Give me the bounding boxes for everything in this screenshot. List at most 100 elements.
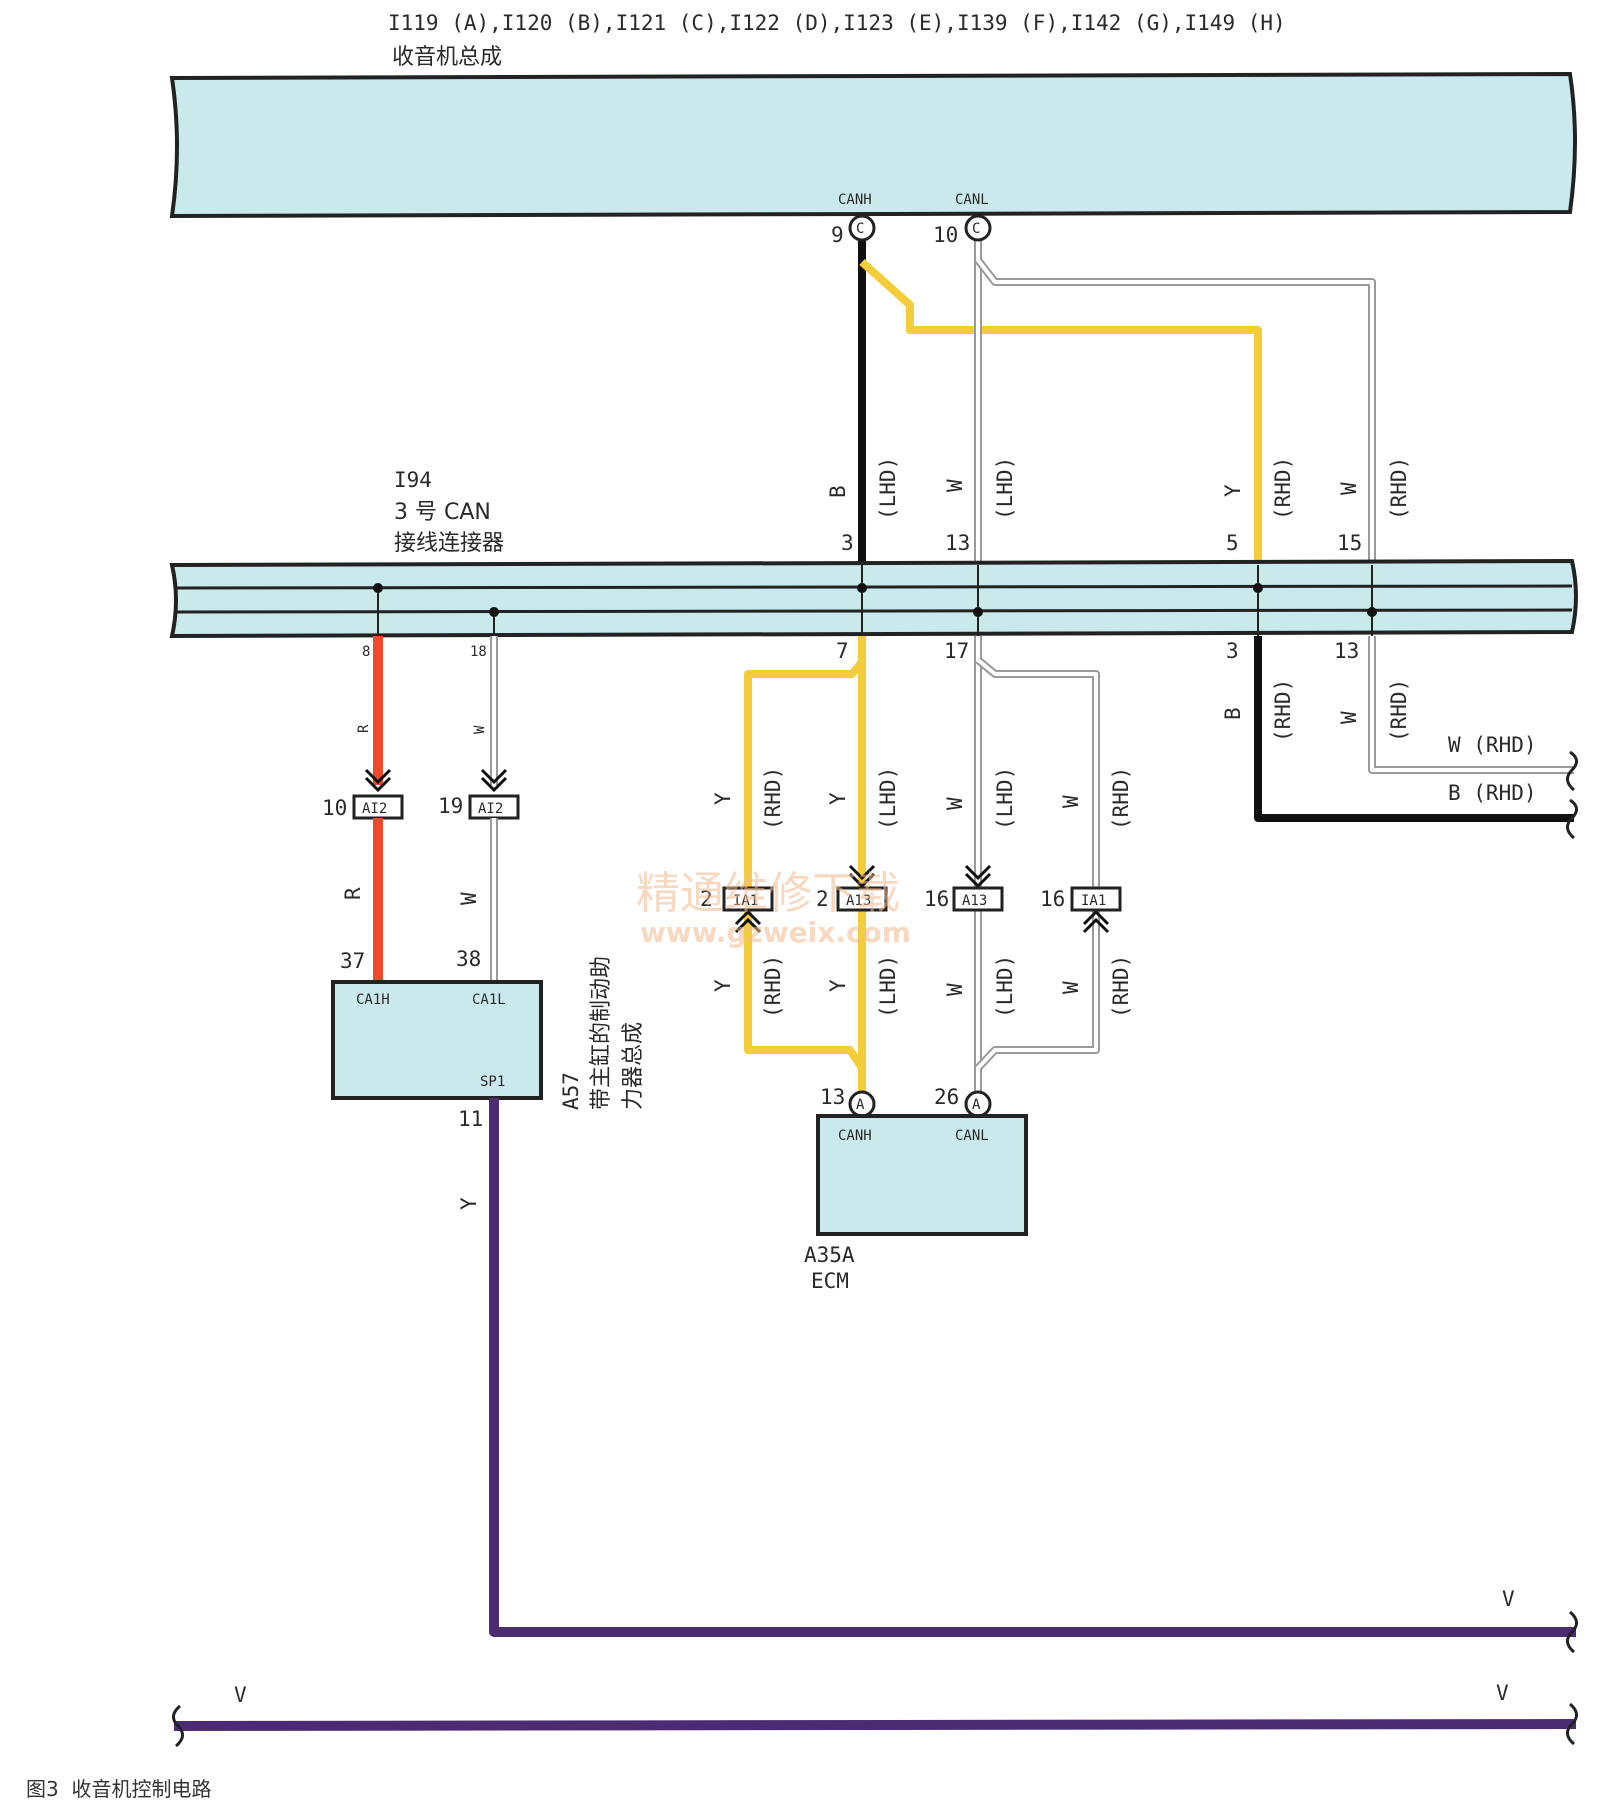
junction-bottom-pin-18: 18 (470, 644, 487, 660)
radio-connector-code-canh: C (856, 221, 864, 237)
radio-assembly-box (169, 71, 1577, 219)
figure-caption: 图3 收音机控制电路 (26, 1777, 211, 1801)
watermark-text: 精通维修下载 (636, 868, 900, 919)
brake-ca1h-label: CA1H (356, 992, 390, 1008)
watermark-url: www.gzweix.com (640, 916, 911, 949)
brake-ca1l-label: CA1L (472, 992, 506, 1008)
wire-w-rhd-canl (974, 257, 1376, 565)
junction-bottom-pin-7: 7 (836, 639, 849, 663)
label-rhd-upper-2: (RHD) (1387, 457, 1411, 520)
label-w-lower-right: W (1337, 711, 1361, 724)
label-r-upper: R (356, 724, 372, 733)
inline-pin-16b: 16 (1040, 887, 1065, 911)
chevron-w-2 (480, 776, 508, 793)
junction-bus-line-1 (173, 584, 1573, 590)
chevron-a13-y-1 (848, 864, 876, 881)
connector-a13-w (952, 886, 1004, 912)
label-r-lower: R (341, 887, 365, 900)
brake-sp1-label: SP1 (480, 1074, 505, 1090)
splice-dot-8 (373, 583, 383, 593)
wire-b-rhd-out (1254, 636, 1574, 822)
radio-connector-canh (848, 214, 876, 242)
junction-bus-line-2 (173, 608, 1573, 614)
ecm-canh-label: CANH (838, 1128, 872, 1144)
label-lhd-center-2: (LHD) (993, 767, 1017, 830)
label-y-center-1: Y (711, 792, 735, 805)
label-rhd-center-3: (RHD) (761, 955, 785, 1018)
label-rhd-center-4: (RHD) (1109, 955, 1133, 1018)
label-lhd-upper-1: (LHD) (876, 457, 900, 520)
junction-bottom-pin-13: 13 (1334, 639, 1359, 663)
connector-ia1-left-code: IA1 (733, 893, 758, 909)
splice-dot-5 (1253, 583, 1263, 593)
connector-ia1-right-code: IA1 (1081, 893, 1106, 909)
radio-canl-label: CANL (955, 192, 989, 208)
label-w-center-4: W (1059, 981, 1083, 994)
label-w-upper-left: W (472, 725, 488, 734)
ecm-connector-code-canl: A (972, 1097, 981, 1113)
label-v-bottom-left: V (234, 1683, 247, 1707)
chevron-ia1-w-2 (1082, 917, 1110, 934)
radio-connector-code-canl: C (972, 221, 980, 237)
brake-pin-11: 11 (458, 1107, 483, 1131)
label-y-sp1: Y (457, 1197, 481, 1210)
connector-a13-y-code: A13 (846, 893, 871, 909)
splice-dot-18 (489, 607, 499, 617)
junction-top-pin-13: 13 (945, 531, 970, 555)
chevron-r-1 (364, 768, 392, 785)
wire-y-sp1 (489, 1098, 1576, 1637)
ecm-name: ECM (811, 1269, 849, 1293)
brake-unit-name-line1: 带主缸的制动助 (589, 956, 614, 1110)
brake-unit-name-line2: 力器总成 (621, 1022, 646, 1110)
title-connectors: I119 (A),I120 (B),I121 (C),I122 (D),I123… (388, 11, 1286, 35)
chevron-ia1-w-1 (1082, 909, 1110, 926)
brake-unit-id: A57 (559, 1072, 583, 1110)
title-radio-assembly: 收音机总成 (392, 45, 502, 70)
junction-bottom-pin-17: 17 (944, 639, 969, 663)
wire-w-rhd-loop-core (976, 658, 1098, 1070)
junction-top-pin-3: 3 (841, 531, 854, 555)
label-y-upper: Y (1221, 484, 1245, 497)
wire-break-v-right (1566, 1702, 1578, 1746)
chevron-a13-w-1 (964, 864, 992, 881)
connector-ai2-r-code: AI2 (362, 801, 387, 817)
wire-break-sp1 (1566, 1610, 1578, 1654)
label-b-upper: B (826, 485, 850, 498)
wire-break-w (1566, 750, 1578, 792)
inline-pin-2a: 2 (700, 887, 713, 911)
label-w-lower-left: W (457, 892, 481, 905)
connector-ai2-pin-10: 10 (322, 796, 347, 820)
label-v-sp1: V (1502, 1587, 1515, 1611)
junction-bottom-pin-8: 8 (362, 644, 370, 660)
ecm-id: A35A (804, 1243, 855, 1267)
label-w-rhd-out: W (RHD) (1448, 733, 1537, 757)
inline-pin-2b: 2 (816, 887, 829, 911)
label-y-center-2: Y (826, 792, 850, 805)
ecm-pin-13: 13 (820, 1085, 845, 1109)
splice-dot-3 (857, 583, 867, 593)
wire-y-rhd-canh (859, 259, 1262, 565)
label-w-center-1: W (943, 797, 967, 810)
ecm-pin-26: 26 (934, 1085, 959, 1109)
label-rhd-center-1: (RHD) (761, 767, 785, 830)
brake-pin-38: 38 (456, 947, 481, 971)
label-rhd-lower-right-2: (RHD) (1387, 679, 1411, 742)
ecm-box (816, 1114, 1028, 1236)
junction-connector-box (169, 558, 1578, 639)
junction-name-line2: 接线连接器 (394, 531, 504, 556)
radio-canh-pin: 9 (831, 223, 844, 247)
radio-canh-label: CANH (838, 192, 872, 208)
connector-ai2-pin-19: 19 (438, 794, 463, 818)
connector-ai2-w-code: AI2 (478, 801, 503, 817)
wire-w-rhd-out-core (1370, 636, 1574, 772)
label-y-center-4: Y (826, 979, 850, 992)
ecm-connector-code-canh: A (856, 1097, 865, 1113)
inline-pin-16a: 16 (924, 887, 949, 911)
connector-a13-w-code: A13 (962, 893, 987, 909)
brake-pin-37: 37 (340, 949, 365, 973)
wire-v-bottom (173, 1719, 1577, 1731)
junction-bottom-pin-3: 3 (1226, 639, 1239, 663)
chevron-w-1 (480, 768, 508, 785)
label-b-lower-right: B (1221, 707, 1245, 720)
label-lhd-center-1: (LHD) (876, 767, 900, 830)
